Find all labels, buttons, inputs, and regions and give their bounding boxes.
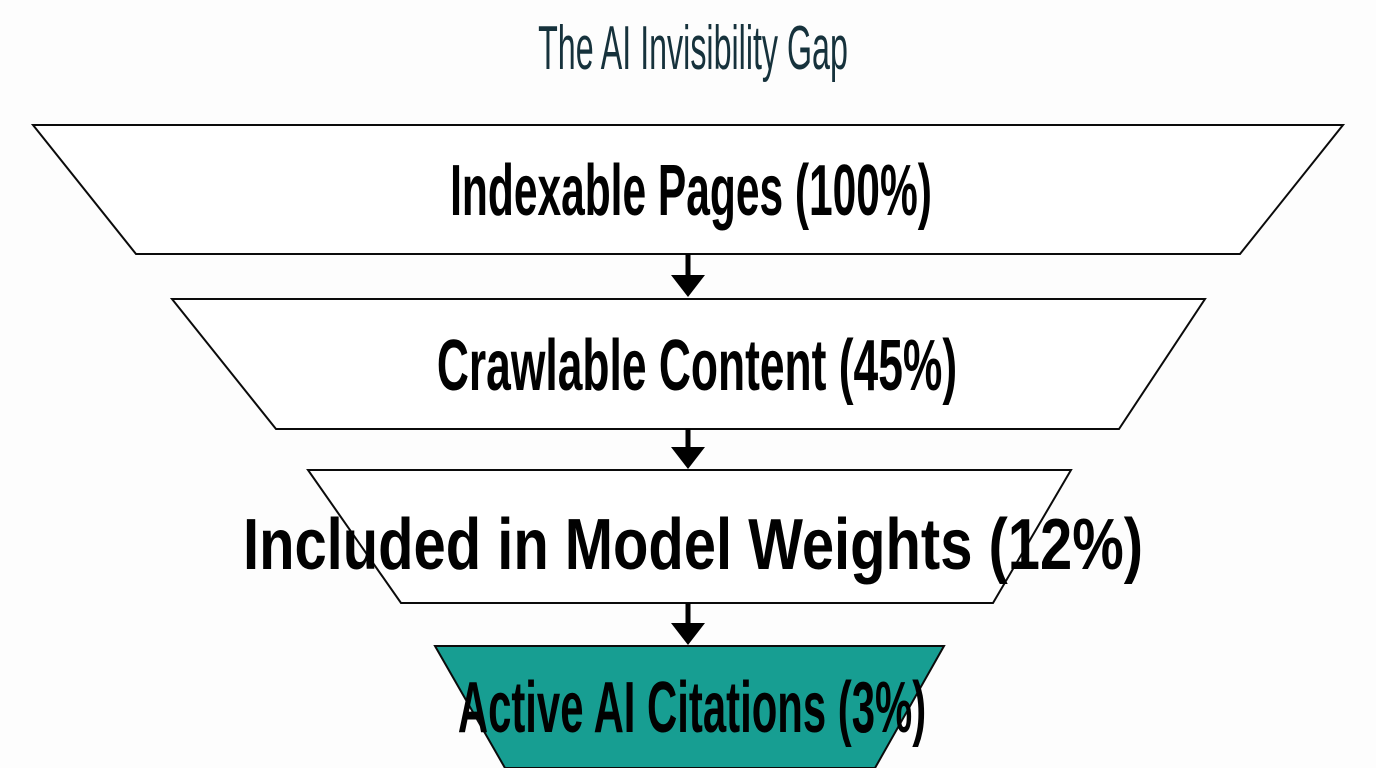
funnel-stage-shape-crawlable-content[interactable] [169, 298, 1207, 430]
arrow-down-icon-1 [671, 254, 705, 297]
funnel-stage-shape-indexable-pages[interactable] [30, 124, 1346, 255]
funnel-stage-label-crawlable-content: Crawlable Content (45%) [436, 326, 958, 406]
funnel-stage-shape-included-in-model-weights[interactable] [306, 469, 1073, 604]
page-title: The AI Invisibility Gap [538, 14, 848, 83]
funnel-stage-label-active-ai-citations: Active AI Citations (3%) [457, 668, 927, 748]
funnel-stage-label-included-in-model-weights: Included in Model Weights (12%) [242, 505, 1144, 585]
funnel-stage-label-indexable-pages: Indexable Pages (100%) [450, 151, 932, 231]
arrow-down-icon-3 [671, 603, 705, 645]
funnel-stage-shape-active-ai-citations[interactable] [433, 645, 946, 768]
arrow-down-icon-2 [671, 429, 705, 469]
